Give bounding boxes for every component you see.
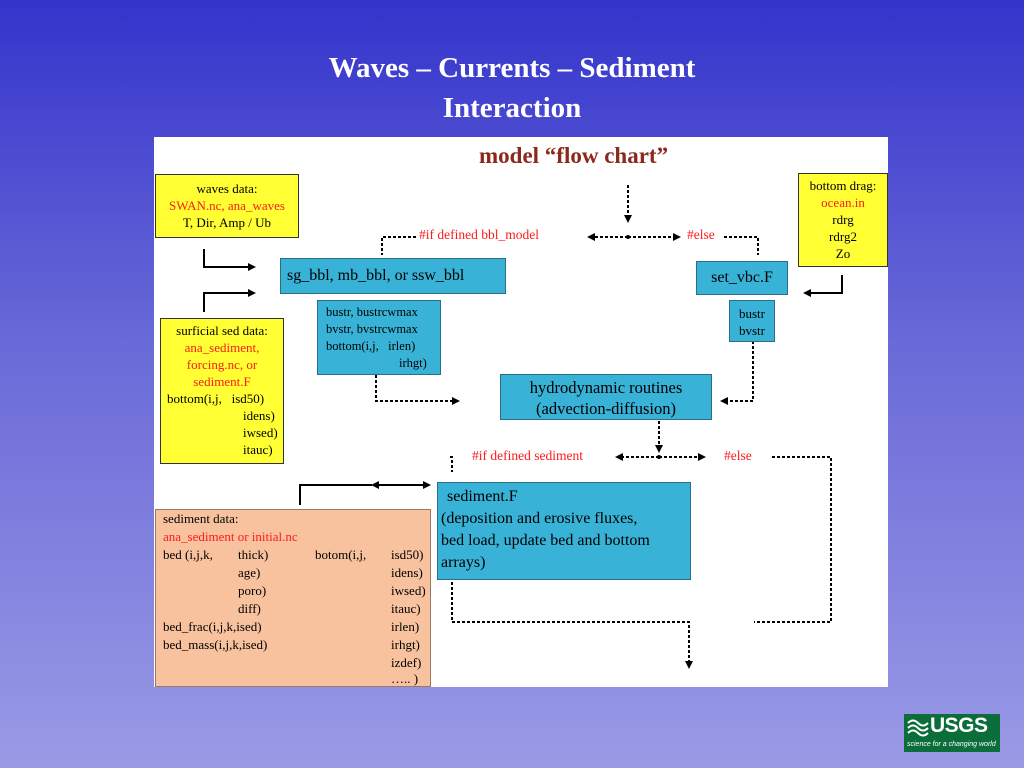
bbl-to-hydro-arrow xyxy=(375,375,460,405)
surficial-source-2: forcing.nc, or xyxy=(186,357,258,372)
bottom-drag-rdrg2: rdrg2 xyxy=(829,229,857,244)
sediment-data-bed-mass: bed_mass(i,j,k,ised) xyxy=(163,637,268,652)
surficial-itauc: itauc) xyxy=(243,442,273,457)
surficial-input-arrow xyxy=(203,289,256,312)
vbc-output-box: bustr bvstr xyxy=(729,300,775,342)
vbc-to-hydro-arrow xyxy=(720,341,754,405)
set-vbc-box: set_vbc.F xyxy=(696,261,788,295)
bottom-drag-heading: bottom drag: xyxy=(809,178,877,193)
sediment-data-thick: thick) xyxy=(238,547,269,562)
vbc-output-bvstr: bvstr xyxy=(739,323,765,338)
flow-chart-panel: model “flow chart” waves data: SWAN.nc, … xyxy=(154,137,888,687)
bbl-output-bvstr: bvstr, bvstrcwmax xyxy=(326,322,418,336)
usgs-logo-tagline: science for a changing world xyxy=(907,741,996,748)
surficial-sed-data-box: surficial sed data: ana_sediment, forcin… xyxy=(160,318,284,464)
branch1-else-label: #else xyxy=(687,227,715,242)
sediment-data-source: ana_sediment or initial.nc xyxy=(163,529,298,544)
waves-data-source: SWAN.nc, ana_waves xyxy=(169,198,285,213)
sediment-data-isd50: isd50) xyxy=(391,547,424,562)
sediment-data-iwsed: iwsed) xyxy=(391,583,426,598)
usgs-wave-icon xyxy=(907,717,929,739)
sediment-box-line-2: (deposition and erosive fluxes, xyxy=(441,510,638,527)
usgs-logo-name: USGS xyxy=(930,714,988,737)
sediment-data-bed: bed (i,j,k, xyxy=(163,547,213,562)
surficial-source-3: sediment.F xyxy=(193,374,251,389)
sediment-data-heading: sediment data: xyxy=(163,511,239,526)
usgs-logo: USGS science for a changing world xyxy=(904,714,1000,752)
sediment-data-age: age) xyxy=(238,565,261,580)
bbl-output-bottom-label: bottom(i,j, xyxy=(326,339,379,353)
surficial-isd50: isd50) xyxy=(231,391,265,406)
bbl-output-bottom: bottom(i,j, irlen) xyxy=(326,338,440,355)
sediment-data-box: sediment data: ana_sediment or initial.n… xyxy=(155,509,431,687)
branch1-if-label: #if defined bbl_model xyxy=(419,227,539,242)
flow-chart-connectors xyxy=(203,185,843,669)
hydro-line-2: (advection-diffusion) xyxy=(536,399,676,418)
sediment-data-bed-frac: bed_frac(i,j,k,ised) xyxy=(163,619,262,634)
bottom-drag-rdrg: rdrg xyxy=(832,212,854,227)
final-output-arrow xyxy=(451,582,693,669)
sediment-routine-box: sediment.F (deposition and erosive fluxe… xyxy=(437,482,691,580)
branch2-else-label: #else xyxy=(724,448,752,463)
surficial-source-1: ana_sediment, xyxy=(184,340,260,355)
sediment-data-arrow xyxy=(299,484,372,505)
surficial-bottom: bottom(i,j, isd50) xyxy=(161,390,283,407)
bottom-drag-box: bottom drag: ocean.in rdrg rdrg2 Zo xyxy=(798,173,888,267)
bbl-output-irlen: irlen) xyxy=(388,339,416,353)
sediment-data-more: ….. ) xyxy=(391,671,419,686)
branch2-if-label: #if defined sediment xyxy=(472,448,583,463)
sediment-data-diff: diff) xyxy=(238,601,261,616)
sediment-data-irhgt: irhgt) xyxy=(391,637,420,652)
bbl-output-box: bustr, bustrcwmax bvstr, bvstrcwmax bott… xyxy=(317,300,441,375)
hydrodynamic-routines-box: hydrodynamic routines (advection-diffusi… xyxy=(500,374,712,420)
sediment-data-poro: poro) xyxy=(238,583,267,598)
surficial-heading: surficial sed data: xyxy=(176,323,268,338)
slide-title: Waves – Currents – Sediment Interaction xyxy=(0,48,1024,128)
surficial-iwsed: iwsed) xyxy=(243,425,278,440)
bbl-routine-box: sg_bbl, mb_bbl, or ssw_bbl xyxy=(280,258,506,294)
surficial-idens: idens) xyxy=(243,408,275,423)
slide-title-line-1: Waves – Currents – Sediment xyxy=(328,52,696,84)
waves-input-arrow xyxy=(203,249,256,271)
slide-title-line-2: Interaction xyxy=(442,92,582,124)
waves-data-box: waves data: SWAN.nc, ana_waves T, Dir, A… xyxy=(155,174,299,238)
sediment-box-title: sediment.F xyxy=(447,488,518,505)
chart-title: model “flow chart” xyxy=(479,143,669,168)
sediment-data-irlen: irlen) xyxy=(391,619,420,634)
sediment-data-botom: botom(i,j, xyxy=(315,547,367,562)
bbl-output-irhgt: irhgt) xyxy=(399,356,427,370)
vbc-output-bustr: bustr xyxy=(739,306,765,321)
bottom-drag-arrow xyxy=(803,275,843,297)
sediment-data-izdef: izdef) xyxy=(391,655,422,670)
surficial-bottom-label: bottom(i,j, xyxy=(167,391,222,406)
sediment-data-itauc: itauc) xyxy=(391,601,421,616)
sediment-data-idens: idens) xyxy=(391,565,423,580)
waves-data-vars: T, Dir, Amp / Ub xyxy=(182,215,272,230)
hydro-line-1: hydrodynamic routines xyxy=(529,378,683,397)
bbl-output-bustr: bustr, bustrcwmax xyxy=(326,305,418,319)
sediment-box-line-3: bed load, update bed and bottom xyxy=(441,532,650,549)
sediment-box-line-4: arrays) xyxy=(441,554,486,571)
bottom-drag-zo: Zo xyxy=(835,246,851,261)
waves-data-heading: waves data: xyxy=(196,181,258,196)
bottom-drag-source: ocean.in xyxy=(821,195,865,210)
